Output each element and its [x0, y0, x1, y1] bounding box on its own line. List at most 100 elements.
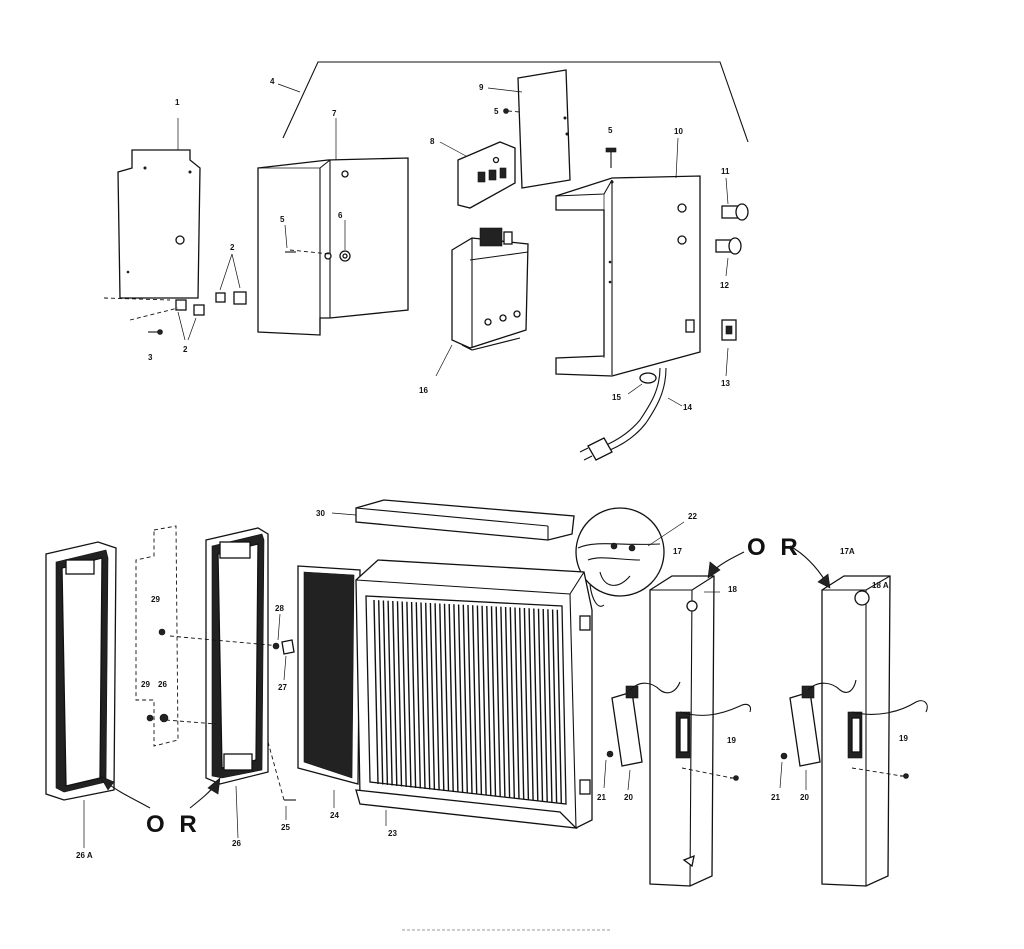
callout-1: 1: [175, 98, 180, 107]
callout-10: 10: [674, 127, 683, 136]
callout-16: 16: [419, 386, 428, 395]
collector-fin: [519, 607, 525, 800]
callout-2a: 2: [230, 243, 235, 252]
collector-fin: [542, 608, 548, 803]
callout-11: 11: [721, 167, 730, 176]
callout-17: 17: [673, 547, 682, 556]
collector-fin: [392, 600, 398, 787]
power-cord-part-14: [579, 367, 683, 461]
callout-29b: 29: [141, 680, 150, 689]
switch-bracket-part-20-alt: [779, 679, 857, 790]
cover-plate-part-9: [487, 69, 571, 189]
collector-fin: [373, 599, 379, 785]
switch-part-11: [721, 177, 749, 221]
collector-fin: [448, 603, 454, 793]
callout-27: 27: [278, 683, 287, 692]
callout-24: 24: [330, 811, 339, 820]
switch-bracket-part-20: [603, 681, 681, 791]
end-panel-part-17: [649, 575, 752, 887]
back-panel-part-1: [103, 118, 247, 341]
callout-22: 22: [688, 512, 697, 521]
callout-25: 25: [281, 823, 290, 832]
collector-fin: [481, 605, 487, 796]
callout-19b: 19: [899, 734, 908, 743]
callout-6: 6: [338, 211, 343, 220]
or-arrow-bottom: [99, 775, 221, 809]
callout-19a: 19: [727, 736, 736, 745]
collector-fin: [490, 606, 497, 797]
callout-18: 18: [728, 585, 737, 594]
housing-part-7: [257, 118, 409, 336]
collector-fin: [420, 602, 426, 790]
collector-fin: [547, 609, 553, 803]
or-label-top: O R: [747, 534, 802, 561]
collector-fin: [396, 601, 403, 787]
or-label-bottom: O R: [146, 811, 201, 838]
collector-fin: [443, 603, 450, 792]
callout-5a: 5: [494, 107, 499, 116]
or-arrow-top: [707, 545, 831, 589]
collector-fin: [500, 606, 506, 798]
collector-fin: [495, 606, 501, 798]
callout-13: 13: [721, 379, 730, 388]
collector-fin: [537, 608, 544, 802]
callout-4: 4: [270, 77, 275, 86]
collector-fin: [406, 601, 412, 788]
collector-fin: [434, 603, 440, 791]
callout-labels: 1 2 2 3 4 5 5 5 6 7 8 9 10 11 12 13 14 1…: [76, 77, 908, 860]
callout-26: 26: [232, 839, 241, 848]
collector-fin: [467, 604, 473, 795]
callout-8: 8: [430, 137, 435, 146]
collector-fin: [528, 608, 534, 801]
callout-2b: 2: [183, 345, 188, 354]
collector-fin: [472, 605, 478, 795]
callout-23: 23: [388, 829, 397, 838]
collector-fin: [410, 601, 417, 789]
collector-fin: [514, 607, 520, 800]
collector-fin: [425, 602, 431, 790]
collector-fin: [401, 601, 407, 788]
collector-fin: [523, 607, 530, 801]
top-strip-part-30: [331, 499, 575, 541]
callout-17a: 17A: [840, 547, 855, 556]
assembly-bracket-4: [277, 61, 749, 143]
screw-part-5: [605, 147, 617, 168]
switch-part-12: [715, 237, 742, 277]
circuit-board-part-8: [439, 141, 516, 209]
collector-fin: [533, 608, 539, 802]
callout-9: 9: [479, 83, 484, 92]
callout-5b: 5: [608, 126, 613, 135]
collector-fin: [476, 605, 483, 796]
collector-fin: [486, 605, 492, 797]
collector-fin: [556, 609, 562, 804]
prefilter-part-24: [297, 565, 361, 808]
end-panel-part-17a: [821, 575, 928, 887]
callout-7: 7: [332, 109, 337, 118]
detail-circle-part-22: [575, 507, 685, 607]
collector-fins: [373, 599, 562, 804]
collector-fin: [382, 600, 389, 786]
callout-21a: 21: [597, 793, 606, 802]
callout-26b: 26: [158, 680, 167, 689]
collector-fin: [457, 604, 464, 794]
strain-relief-part-15: [627, 372, 657, 395]
hardware-parts-27-29: [146, 613, 296, 820]
collector-cell-part-23: [355, 559, 593, 829]
callout-12: 12: [720, 281, 729, 290]
collector-fin: [429, 602, 436, 791]
collector-fin: [453, 604, 459, 793]
collector-fin: [509, 607, 515, 799]
collector-fin: [378, 600, 384, 785]
door-frame-part-26a: [45, 541, 117, 848]
callout-18a: 18 A: [872, 581, 889, 590]
callout-5c: 5: [280, 215, 285, 224]
callout-26a: 26 A: [76, 851, 93, 860]
callout-29a: 29: [151, 595, 160, 604]
collector-fin: [387, 600, 393, 786]
clip-part-13: [721, 319, 737, 377]
door-frame-part-26: [205, 527, 269, 839]
collector-fin: [551, 609, 558, 804]
callout-20a: 20: [624, 793, 633, 802]
callout-20b: 20: [800, 793, 809, 802]
